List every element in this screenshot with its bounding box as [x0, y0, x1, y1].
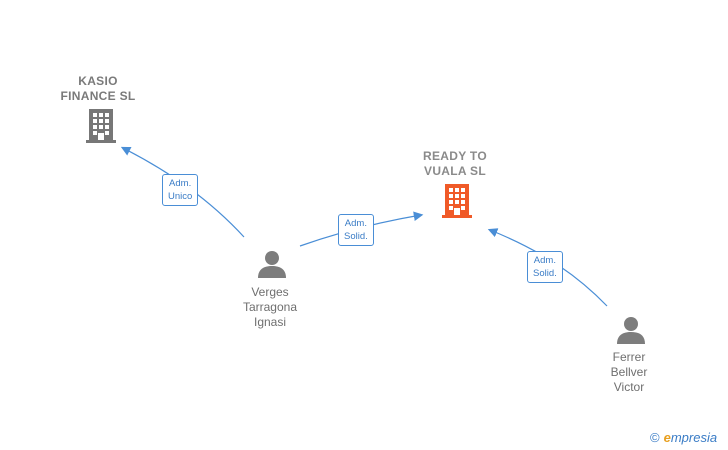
edge-label-verges-kasio: Adm. Unico: [162, 174, 199, 206]
person-icon[interactable]: [616, 315, 646, 345]
brand-logo[interactable]: ©empresia: [650, 430, 717, 445]
company-name-ready[interactable]: READY TO VUALA SL: [423, 149, 487, 178]
edge-label-verges-ready: Adm. Solid.: [338, 214, 374, 246]
company-name-kasio[interactable]: KASIO FINANCE SL: [60, 74, 136, 103]
copyright-symbol: ©: [650, 430, 660, 445]
person-icon[interactable]: [257, 249, 287, 279]
edge-label-ferrer-ready: Adm. Solid.: [527, 251, 563, 283]
building-icon[interactable]: [85, 108, 117, 144]
person-name-ferrer[interactable]: Ferrer Bellver Victor: [610, 350, 648, 394]
building-icon-highlighted[interactable]: [441, 183, 473, 219]
person-name-verges[interactable]: Verges Tarragona Ignasi: [242, 285, 298, 329]
brand-name: mpresia: [670, 430, 718, 445]
brand-initial: e: [663, 430, 671, 445]
